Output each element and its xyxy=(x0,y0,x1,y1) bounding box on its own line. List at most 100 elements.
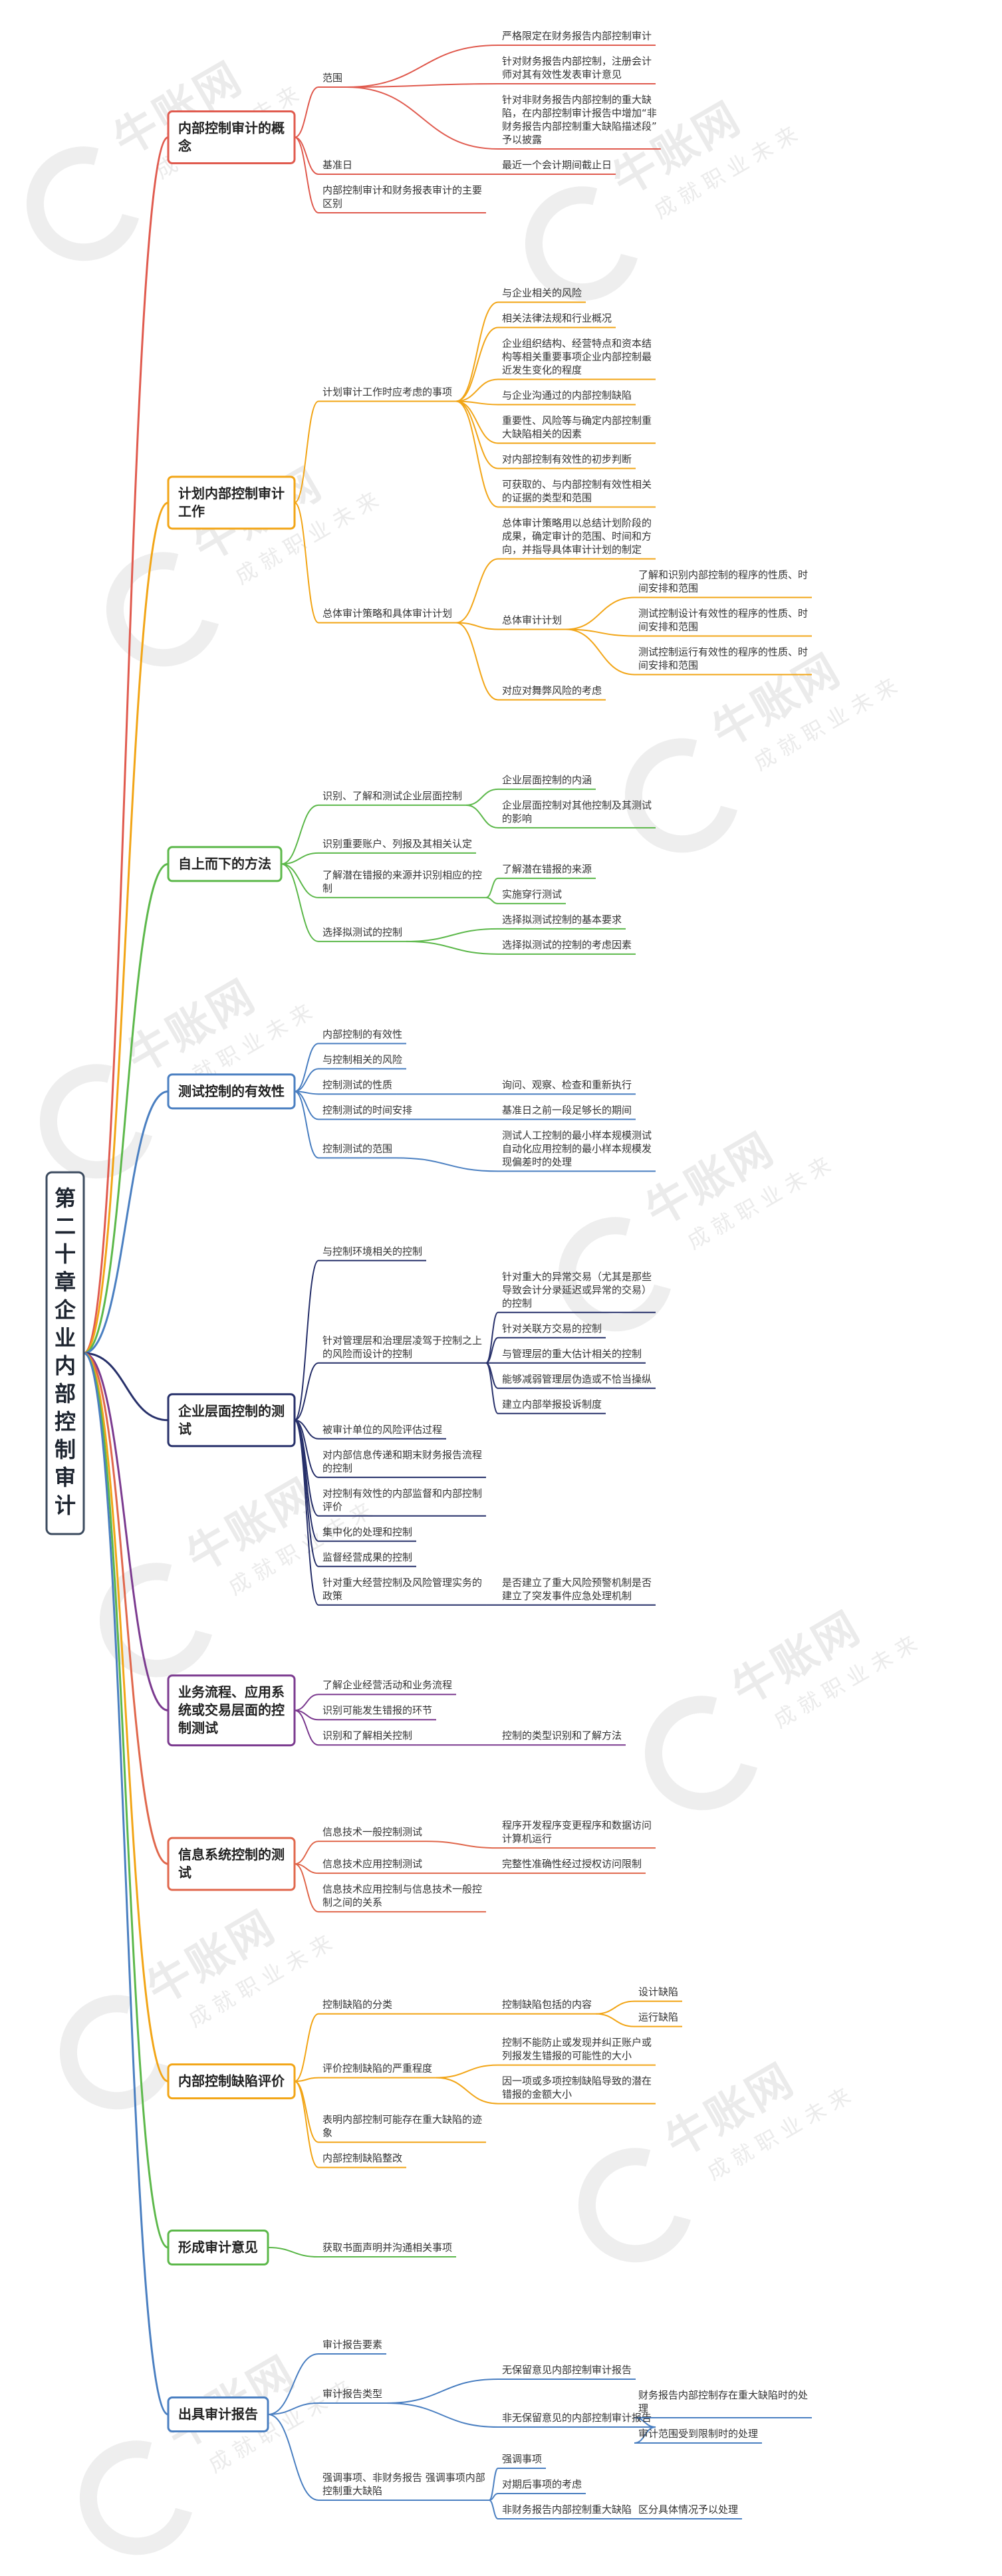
topic-node[interactable]: 与企业相关的风险 xyxy=(502,287,582,299)
topic-node[interactable]: 无保留意见内部控制审计报告 xyxy=(502,2364,632,2376)
topic-node[interactable]: 选择拟测试控制的基本要求 xyxy=(502,914,622,926)
topic-node[interactable]: 了解潜在错报的来源 xyxy=(502,863,592,875)
topic-node[interactable]: 控制测试的时间安排 xyxy=(322,1104,412,1116)
topic-node[interactable]: 审计报告类型 xyxy=(322,2388,382,2400)
topic-connector xyxy=(455,326,499,402)
topic-connector xyxy=(294,1419,319,1606)
topic-node[interactable]: 针对非财务报告内部控制的重大缺陷，在内部控制审计报告中增加“非财务报告内部控制重… xyxy=(502,94,657,146)
topic-node[interactable]: 评价控制缺陷的严重程度 xyxy=(322,2063,432,2075)
topic-node[interactable]: 区分具体情况予以处理 xyxy=(638,2504,738,2515)
topic-node[interactable]: 对应对舞弊风险的考虑 xyxy=(502,684,602,696)
topic-node[interactable]: 集中化的处理和控制 xyxy=(322,1526,412,1538)
topic-node[interactable]: 实施穿行测试 xyxy=(502,888,562,900)
branch-node[interactable]: 测试控制的有效性 xyxy=(167,1073,296,1110)
topic-node[interactable]: 基准日之前一段足够长的期间 xyxy=(502,1104,632,1116)
topic-node[interactable]: 企业层面控制的内涵 xyxy=(502,774,592,786)
branch-node[interactable]: 形成审计意见 xyxy=(167,2230,269,2266)
topic-node[interactable]: 识别重要账户、列报及其相关认定 xyxy=(322,838,472,850)
topic-node[interactable]: 内部控制缺陷整改 xyxy=(322,2152,402,2164)
topic-node[interactable]: 针对关联方交易的控制 xyxy=(502,1323,602,1335)
topic-node[interactable]: 控制缺陷的分类 xyxy=(322,1999,392,2011)
branch-node[interactable]: 出具审计报告 xyxy=(167,2396,269,2432)
topic-node[interactable]: 控制的类型识别和了解方法 xyxy=(502,1730,622,1741)
topic-node[interactable]: 与企业沟通过的内部控制缺陷 xyxy=(502,389,632,401)
topic-node[interactable]: 与管理层的重大估计相关的控制 xyxy=(502,1348,642,1360)
branch-node[interactable]: 内部控制缺陷评价 xyxy=(167,2063,296,2100)
topic-node[interactable]: 完整性准确性经过授权访问限制 xyxy=(502,1858,642,1870)
topic-node[interactable]: 控制测试的范围 xyxy=(322,1142,392,1154)
topic-node[interactable]: 信息技术一般控制测试 xyxy=(322,1826,422,1838)
topic-node[interactable]: 对期后事项的考虑 xyxy=(502,2478,582,2490)
topic-node[interactable]: 建立内部举报投诉制度 xyxy=(502,1398,602,1410)
topic-node[interactable]: 被审计单位的风险评估过程 xyxy=(322,1424,442,1436)
topic-node[interactable]: 总体审计策略和具体审计计划 xyxy=(322,607,452,619)
topic-node[interactable]: 范围 xyxy=(322,72,342,84)
topic-node[interactable]: 总体审计计划 xyxy=(502,614,562,626)
topic-node[interactable]: 强调事项 xyxy=(502,2453,542,2465)
topic-node[interactable]: 询问、观察、检查和重新执行 xyxy=(502,1079,632,1091)
topic-node[interactable]: 选择拟测试的控制 xyxy=(322,926,402,938)
topic-node[interactable]: 设计缺陷 xyxy=(638,1986,678,1998)
topic-node[interactable]: 与控制相关的风险 xyxy=(322,1053,402,1065)
topic-node[interactable]: 与控制环境相关的控制 xyxy=(322,1245,422,1257)
branch-node[interactable]: 自上而下的方法 xyxy=(167,846,283,882)
root-node[interactable]: 第二十章企业内部控制审计 xyxy=(45,1171,85,1535)
topic-node[interactable]: 运行缺陷 xyxy=(638,2011,678,2023)
topic-node[interactable]: 识别和了解相关控制 xyxy=(322,1730,412,1741)
topic-node[interactable]: 总体审计策略用以总结计划阶段的成果，确定审计的范围、时间和方向，并指导具体审计计… xyxy=(502,517,652,555)
topic-node[interactable]: 识别可能发生错报的环节 xyxy=(322,1704,432,1716)
topic-node[interactable]: 审计报告要素 xyxy=(322,2339,382,2351)
topic-node[interactable]: 控制缺陷包括的内容 xyxy=(502,1999,592,2011)
topic-label: 内部控制审计和财务报表审计的主要 xyxy=(322,184,482,196)
topic-node[interactable]: 对内部控制有效性的初步判断 xyxy=(502,453,632,465)
topic-node[interactable]: 选择拟测试的控制的考虑因素 xyxy=(502,939,632,951)
topic-node[interactable]: 控制测试的性质 xyxy=(322,1079,392,1091)
topic-node[interactable]: 严格限定在财务报告内部控制审计 xyxy=(502,30,652,42)
topic-node[interactable]: 内部控制的有效性 xyxy=(322,1028,402,1040)
topic-node[interactable]: 非无保留意见的内部控制审计报告 xyxy=(502,2412,652,2424)
topic-node[interactable]: 最近一个会计期间截止日 xyxy=(502,159,612,171)
topic-node[interactable]: 了解企业经营活动和业务流程 xyxy=(322,1679,452,1691)
topic-node[interactable]: 识别、了解和测试企业层面控制 xyxy=(322,790,462,802)
topic-label: 企业层面控制对其他控制及其测试 xyxy=(502,799,652,811)
topic-node[interactable]: 相关法律法规和行业概况 xyxy=(502,312,612,324)
topic-node[interactable]: 信息技术应用控制测试 xyxy=(322,1858,422,1870)
topic-connector xyxy=(455,301,499,402)
topic-node[interactable]: 获取书面声明并沟通相关事项 xyxy=(322,2242,452,2254)
topic-node[interactable]: 计划审计工作时应考虑的事项 xyxy=(322,386,452,398)
topic-node[interactable]: 审计范围受到限制时的处理 xyxy=(638,2428,758,2440)
topic-node[interactable]: 基准日 xyxy=(322,159,352,171)
topic-node[interactable]: 能够减弱管理层伪造或不恰当操纵 xyxy=(502,1373,652,1385)
topic-node[interactable]: 监督经营成果的控制 xyxy=(322,1551,412,1563)
topic-node[interactable]: 非财务报告内部控制重大缺陷 xyxy=(502,2504,632,2515)
